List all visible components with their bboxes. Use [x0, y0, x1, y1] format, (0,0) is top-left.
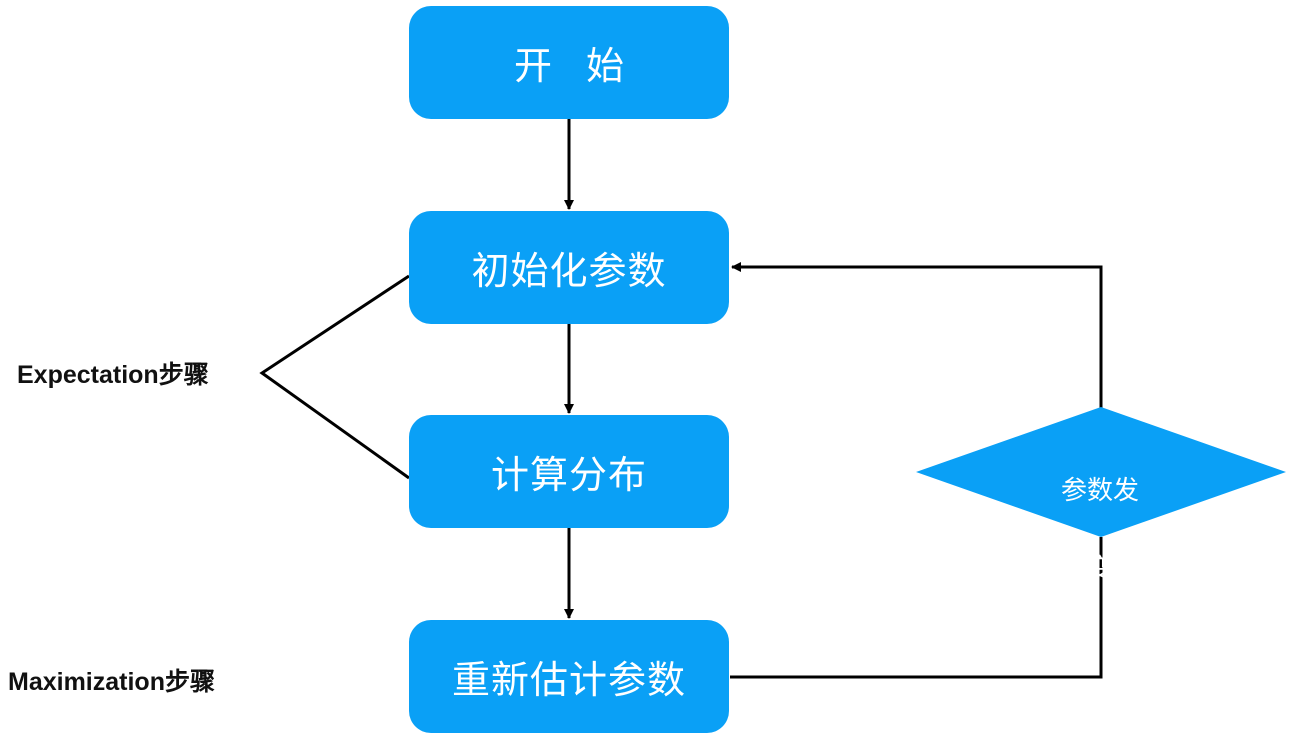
expectation-bracket	[259, 274, 410, 480]
decision-label-line1: 参数发	[1060, 476, 1139, 506]
line-reestimate-to-decision	[730, 537, 1103, 679]
expectation-step-label: Expectation步骤	[17, 361, 209, 389]
decision-label-line2: 生变化	[1060, 554, 1139, 584]
node-start: 开始	[409, 6, 729, 119]
node-reestimate-params: 重新估计参数	[409, 620, 729, 733]
decision-label: 参数发 生变化	[1040, 433, 1160, 628]
node-compute-distribution: 计算分布	[409, 415, 729, 528]
maximization-step-label: Maximization步骤	[8, 668, 215, 696]
arrow-decision-to-init	[731, 262, 1103, 408]
node-init-params: 初始化参数	[409, 211, 729, 324]
decision-diamond	[916, 407, 1286, 537]
